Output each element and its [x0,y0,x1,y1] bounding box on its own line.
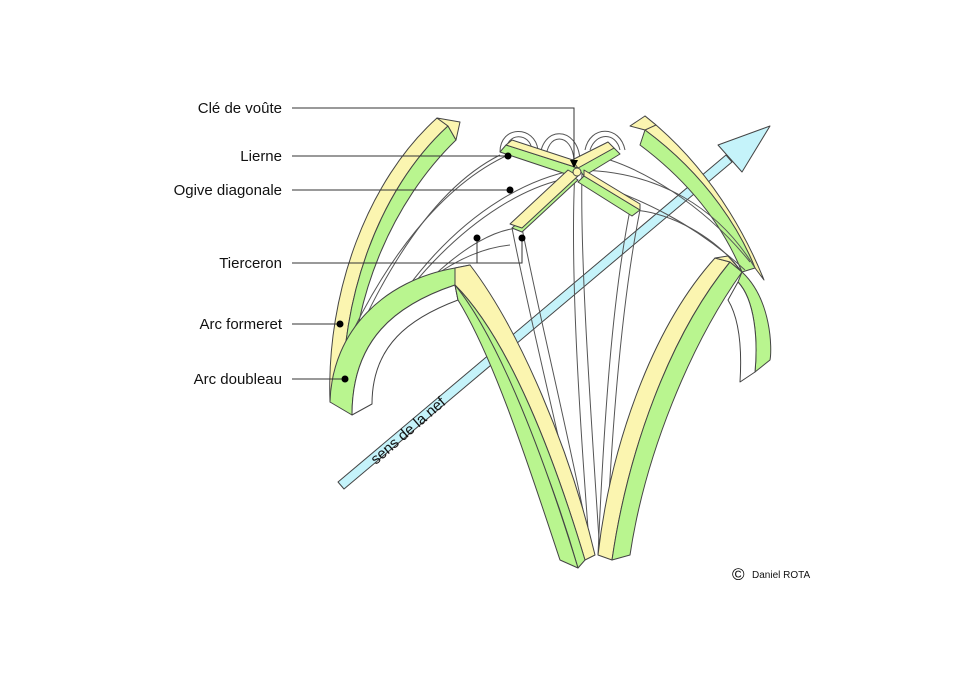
leader-lines [292,107,578,383]
nave-arrow-shaft [337,154,733,490]
credit-author: Daniel ROTA [752,570,810,581]
arc-formeret-right-top [629,115,657,131]
label-ogive-diagonale: Ogive diagonale [174,182,282,199]
keystone [572,167,582,177]
lierne-arm-front-right [577,175,641,217]
arc-doubleau-right [597,255,772,561]
nave-arrow-head [717,125,771,173]
label-cle-de-voute: Clé de voûte [198,100,282,117]
label-arc-doubleau: Arc doubleau [194,371,282,388]
arc-formeret-right [629,115,765,281]
lierne-arm-back-right-top [571,141,615,169]
label-lierne: Lierne [240,148,282,165]
arc-formeret-left-top [436,117,461,141]
label-arc-formeret: Arc formeret [199,316,282,333]
arc-formeret-right-green [639,129,756,273]
lierne-cross [499,139,641,233]
arc-doubleau-right-inner [727,281,757,383]
arc-doubleau-left [329,264,596,569]
vault-labels: Clé de voûte Lierne Ogive diagonale Tier… [174,100,283,388]
pier-left-front [454,284,579,569]
copyright-icon: © [732,565,745,584]
nave-direction-label: sens de la nef [367,393,449,468]
lierne-arm-front-right-top [583,169,641,211]
credit: © Daniel ROTA [732,565,810,584]
label-tierceron: Tierceron [219,255,282,272]
